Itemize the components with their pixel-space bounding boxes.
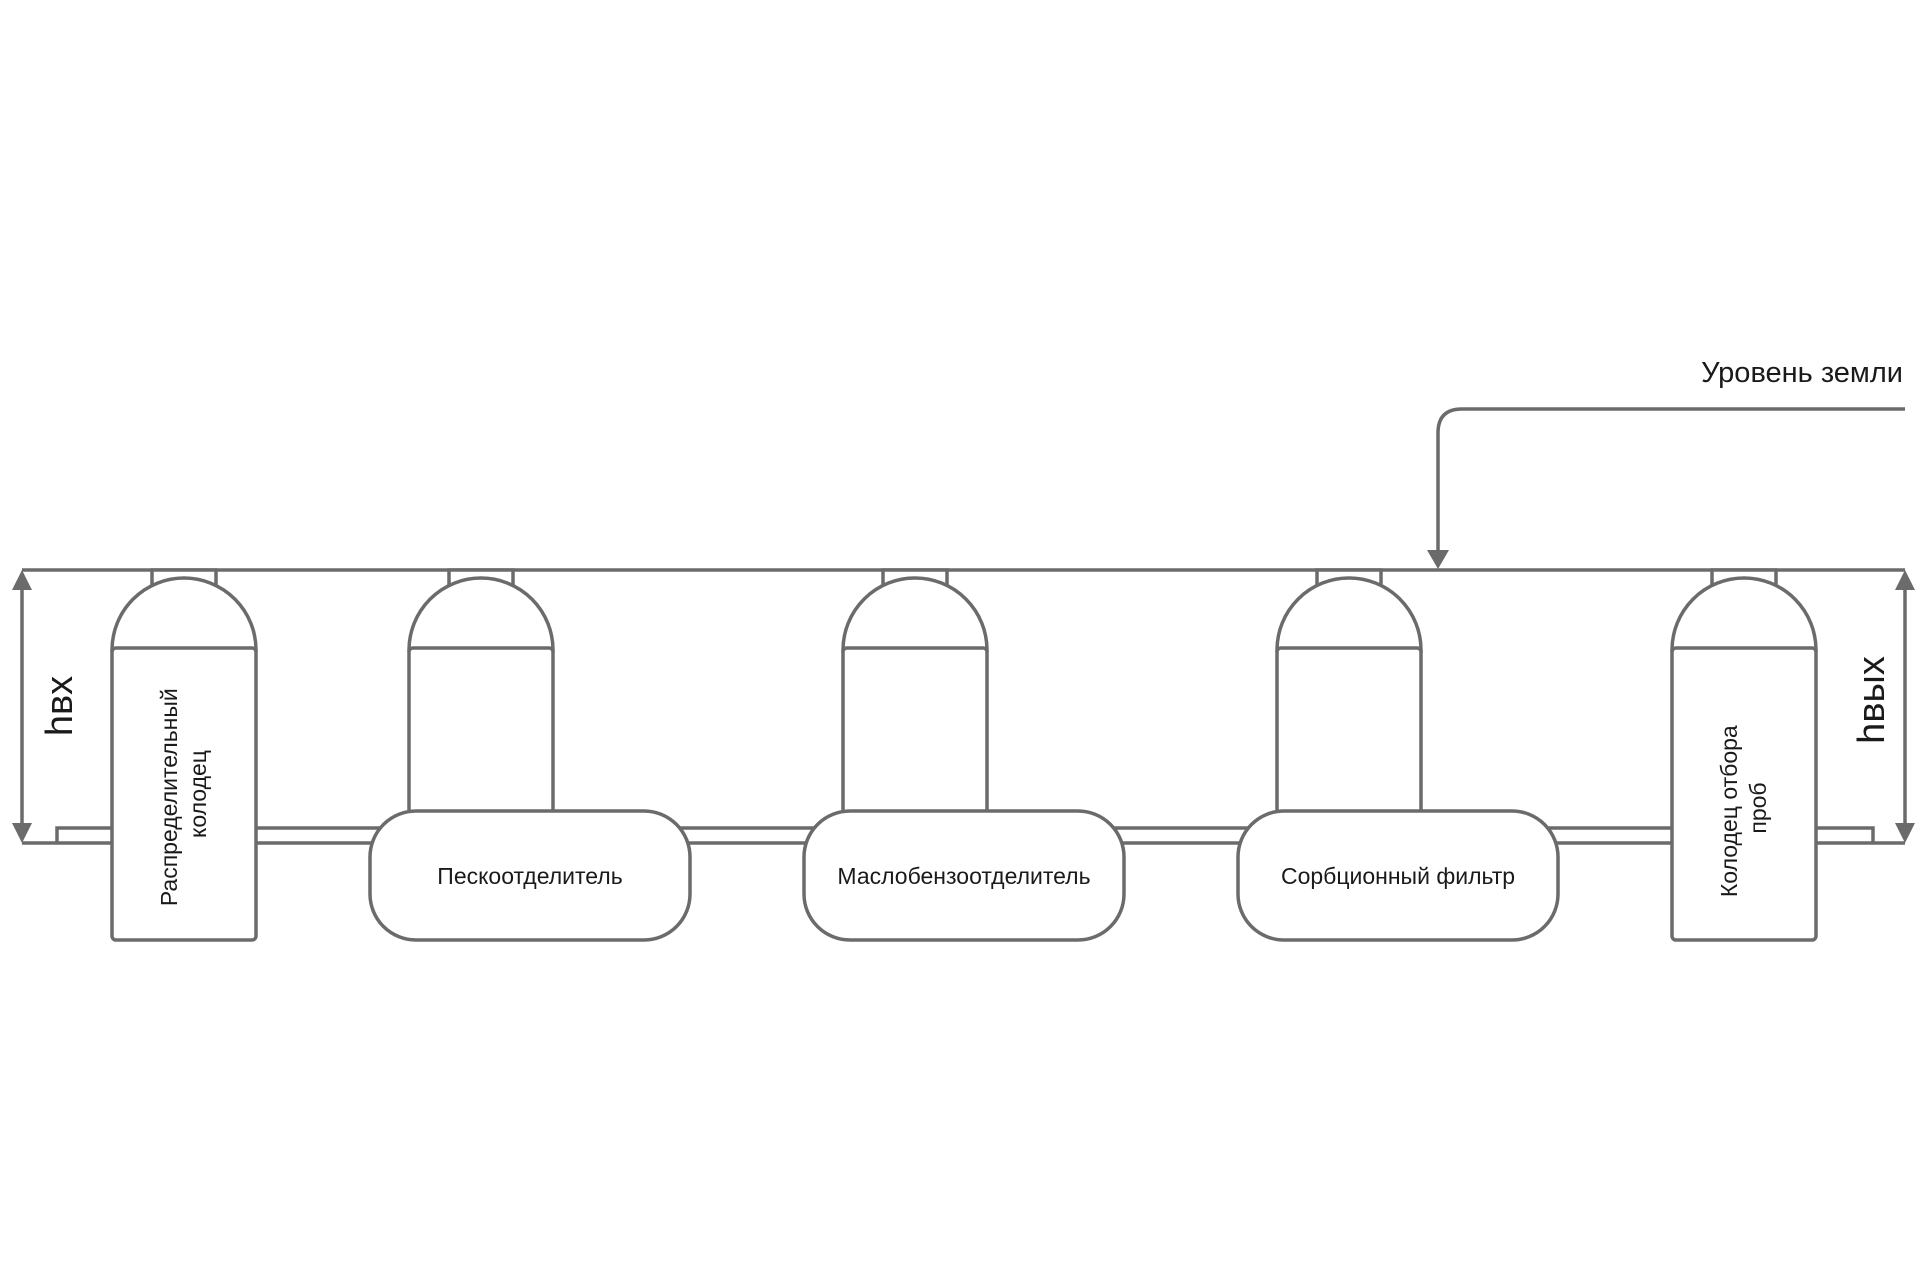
sorption-filter-shaft [1275,646,1423,815]
outlet-dimension-arrow-bottom [1895,823,1915,843]
sampling-well-dome [1670,576,1818,652]
sand-separator: Пескоотделитель [368,568,692,942]
oil-separator: Маслобензоотделитель [802,568,1126,942]
sampling-well-label-line2: проб [1745,782,1771,833]
sorption-filter-dome [1275,576,1423,652]
sorption-filter-label: Сорбционный фильтр [1281,863,1515,889]
distribution-well-body [110,646,258,942]
distribution-well-label-line2: колодец [185,750,211,838]
inlet-dimension-arrow-top [12,570,32,590]
sand-separator-label: Пескоотделитель [437,863,622,889]
ground-level-arrowhead [1427,550,1449,569]
sand-separator-tank [368,809,692,942]
inlet-dimension-arrow-bottom [12,823,32,843]
oil-separator-label: Маслобензоотделитель [837,863,1090,889]
inlet-depth-label: hвх [39,676,81,736]
sampling-well-label-line1: Колодец отбора [1716,725,1742,897]
ground-level-label: Уровень земли [1701,357,1903,389]
oil-separator-dome [841,576,989,652]
sand-separator-dome [407,576,555,652]
sampling-well-label: Колодец отбора проб [1716,719,1771,897]
oil-separator-shaft [841,646,989,815]
ground-level-leader [1436,407,1905,552]
outlet-depth-label: hвых [1851,656,1893,744]
sampling-well: Колодец отбора проб [1670,568,1818,942]
sand-separator-shaft [407,646,555,815]
distribution-well-dome [110,576,258,652]
sorption-filter-tank [1236,809,1560,942]
oil-separator-tank [802,809,1126,942]
distribution-well: Распределительный колодец [110,568,258,942]
sampling-well-body [1670,646,1818,942]
sorption-filter: Сорбционный фильтр [1236,568,1560,942]
distribution-well-label: Распределительный колодец [156,682,211,906]
distribution-well-label-line1: Распределительный [156,688,182,906]
outlet-dimension-arrow-top [1895,570,1915,590]
